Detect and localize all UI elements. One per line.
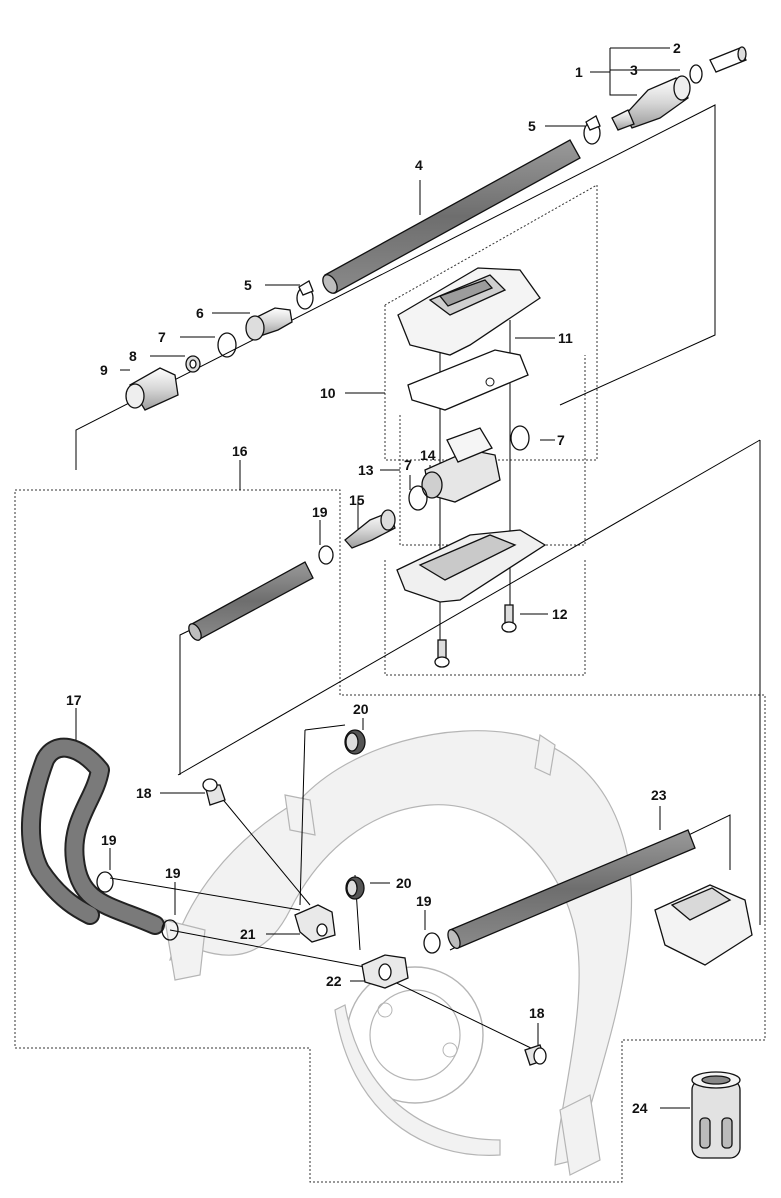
callout-7b: 7	[557, 432, 565, 448]
tee-fitting-part-21	[294, 904, 336, 943]
callout-2: 2	[673, 40, 681, 56]
callout-14: 14	[420, 447, 436, 463]
callout-23: 23	[651, 787, 667, 803]
callout-19b: 19	[101, 832, 117, 848]
callout-11: 11	[558, 330, 573, 346]
callout-19c: 19	[165, 865, 181, 881]
callout-13: 13	[358, 462, 374, 478]
oring-part-7c	[408, 485, 428, 511]
callout-5b: 5	[244, 277, 252, 293]
screw-part-12b	[434, 639, 450, 668]
nipple-part-15	[344, 509, 396, 549]
hose-clip-part-19a	[318, 545, 334, 565]
callout-19a: 19	[312, 504, 328, 520]
oring-part-3	[689, 64, 703, 84]
callout-3: 3	[630, 62, 638, 78]
callout-15: 15	[349, 492, 365, 508]
callout-4: 4	[415, 157, 423, 173]
bracket-part-11	[407, 349, 529, 411]
callout-22: 22	[326, 973, 342, 989]
callout-6: 6	[196, 305, 204, 321]
hose-clip-part-5a	[583, 115, 601, 145]
mount-bracket	[654, 884, 753, 966]
hose-clip-part-19b	[96, 871, 114, 893]
assembly-group-frames	[14, 184, 766, 1183]
callout-7c: 7	[404, 457, 412, 473]
callout-1: 1	[575, 64, 583, 80]
coupling-part-24	[691, 1071, 741, 1159]
fitting-part-18a	[202, 778, 226, 806]
bent-hose-part-17	[21, 737, 165, 935]
callout-7a: 7	[158, 329, 166, 345]
hose-clip-part-19c	[161, 919, 179, 941]
hose-part-4	[322, 139, 581, 294]
callout-labels: 2 3 1 5 4 5 6 7 8 9 10 11 7 16 13 7 14 1…	[66, 40, 681, 1116]
oring-part-7b	[510, 425, 530, 451]
hose-clip-part-19d	[423, 932, 441, 954]
oring-part-7a	[217, 332, 237, 358]
plug-part-20a	[344, 729, 366, 755]
callout-21: 21	[240, 926, 256, 942]
hose-clip-part-5b	[296, 280, 314, 310]
valve-part-14	[421, 427, 501, 503]
pin-part-2	[709, 46, 747, 73]
coupling-part-1	[611, 75, 691, 131]
cover-top-part-10	[397, 267, 541, 356]
callout-24: 24	[632, 1100, 648, 1116]
screw-part-12	[501, 604, 517, 633]
plug-part-20b	[345, 876, 365, 900]
callout-12: 12	[552, 606, 568, 622]
callout-20a: 20	[353, 701, 369, 717]
callout-9: 9	[100, 362, 108, 378]
callout-16: 16	[232, 443, 248, 459]
blade-guard-outline	[164, 730, 633, 1176]
nipple-part-6	[245, 307, 293, 341]
callout-19d: 19	[416, 893, 432, 909]
callout-10: 10	[320, 385, 336, 401]
nut-part-9	[125, 367, 179, 411]
cover-bottom-part	[396, 529, 547, 603]
tee-fitting-part-22	[361, 954, 409, 989]
callout-18a: 18	[136, 785, 152, 801]
washer-part-8	[185, 355, 201, 373]
callout-5a: 5	[528, 118, 536, 134]
callout-20b: 20	[396, 875, 412, 891]
hose-part-16	[188, 561, 314, 641]
callout-8: 8	[129, 348, 137, 364]
hose-part-23	[447, 829, 696, 950]
callout-17: 17	[66, 692, 82, 708]
callout-18b: 18	[529, 1005, 545, 1021]
fitting-part-18b	[524, 1044, 547, 1066]
